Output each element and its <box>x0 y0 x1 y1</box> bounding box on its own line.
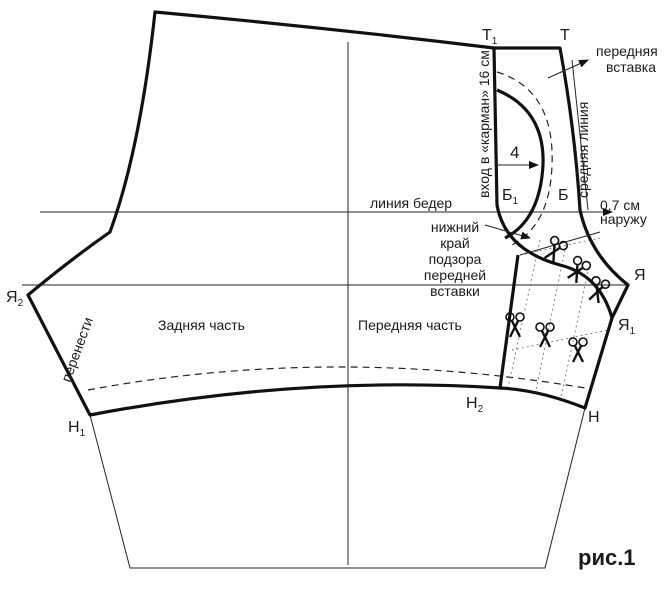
lower-edge-line: подзора <box>429 251 482 267</box>
point-H2: Н2 <box>466 395 484 415</box>
front-insert-arrow <box>547 59 589 79</box>
point-Ya1: Я1 <box>618 317 636 337</box>
point-Ya: Я <box>634 267 646 284</box>
center-line-thin <box>571 59 589 211</box>
pocket-depth-label: 4 <box>510 143 519 162</box>
leg-lines <box>89 407 586 569</box>
hip-line-label: линия бедер <box>370 195 452 211</box>
center-line-label: средняя линия <box>575 102 591 198</box>
offset-label-2: наружу <box>600 211 647 227</box>
front-insert-label-2: вставка <box>606 59 656 75</box>
point-B1: Б1 <box>502 187 519 207</box>
pocket-entry-label: вход в «карман» 16 см <box>476 50 492 198</box>
pocket-curve <box>496 88 545 240</box>
lower-edge-line: вставки <box>430 283 480 299</box>
scissors-icon <box>534 321 556 349</box>
front-piece-label: Передняя часть <box>358 317 462 333</box>
pattern-outline <box>26 10 630 417</box>
point-B: Б <box>558 187 569 204</box>
point-H: Н <box>588 409 600 426</box>
scissors-icon <box>567 336 589 364</box>
offset-label-1: 0,7 см <box>600 197 640 213</box>
lower-edge-arrow <box>484 224 531 240</box>
transfer-label: перенести <box>58 315 96 384</box>
point-H1: Н1 <box>68 419 86 439</box>
dashed-seam-line <box>87 366 586 391</box>
lower-edge-line: край <box>440 235 470 251</box>
lower-edge-line: нижний <box>431 219 479 235</box>
back-piece-label: Задняя часть <box>158 317 245 333</box>
insert-dotted-lines <box>507 237 609 403</box>
point-T1: Т1 <box>482 27 498 47</box>
lower-edge-label: нижний край подзора передней вставки <box>424 219 486 299</box>
point-T: Т <box>560 27 570 44</box>
front-insert-seam <box>492 47 614 319</box>
figure-label: рис.1 <box>578 545 636 570</box>
point-Ya2: Я2 <box>6 289 24 309</box>
front-insert-label-1: передняя <box>596 43 658 59</box>
lower-edge-line: передней <box>424 267 486 283</box>
pocket-dashed-line <box>496 71 553 246</box>
